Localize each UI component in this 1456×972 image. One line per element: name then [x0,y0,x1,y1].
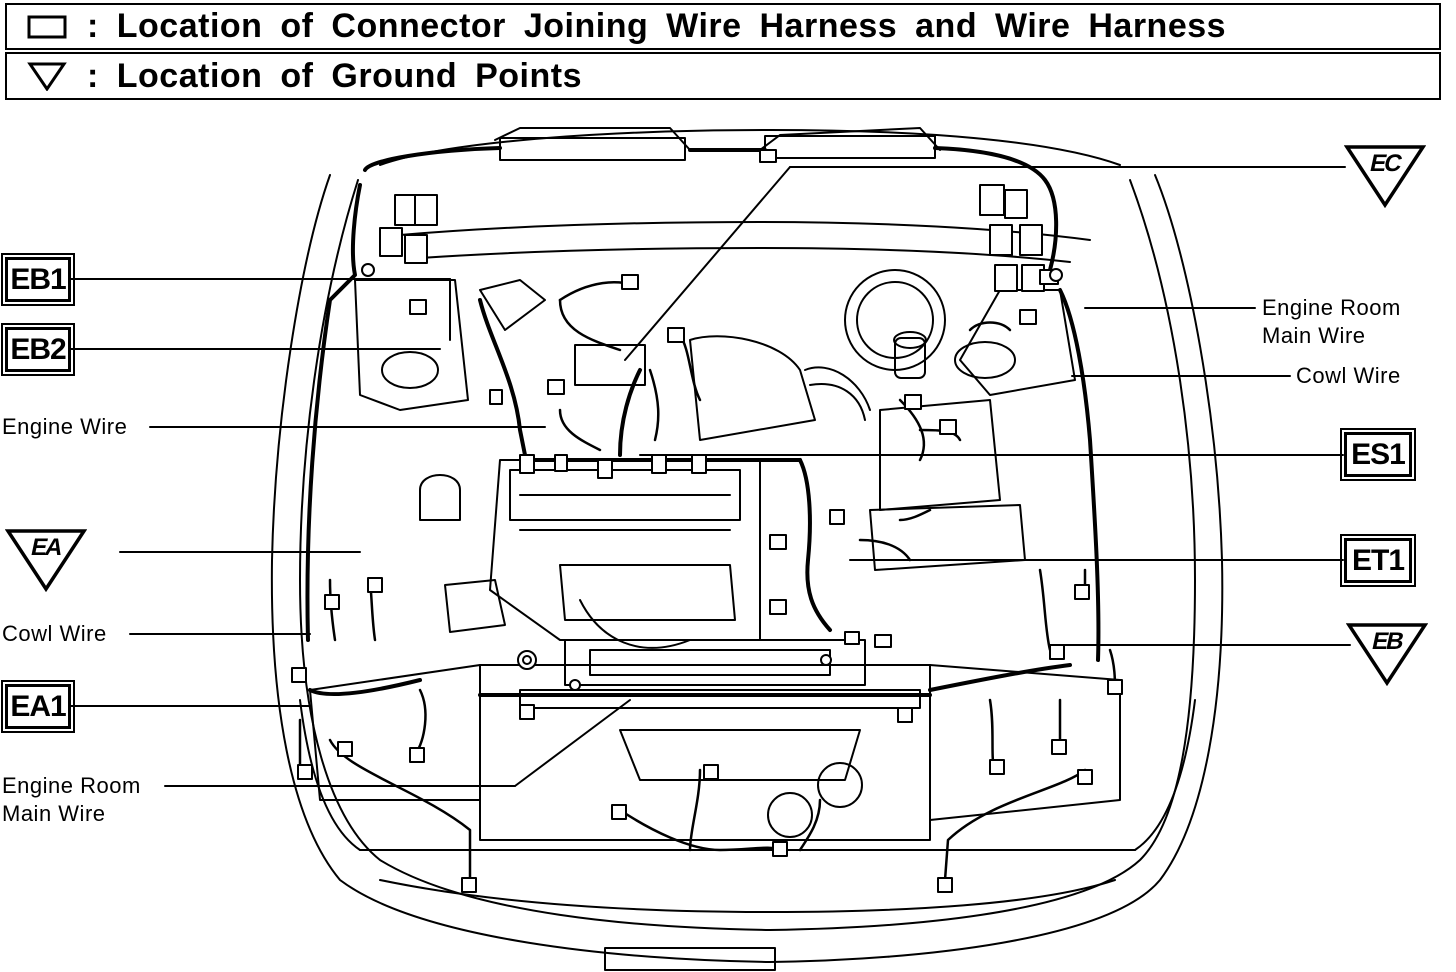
label-cowl-wire-right: Cowl Wire [1296,362,1401,390]
ground-point-eb: EB [1346,622,1428,686]
ground-symbol-icon [7,54,87,98]
connector-symbol-icon [7,5,87,48]
legend-connector-row: : Location of Connector Joining Wire Har… [5,3,1441,50]
cowl-panel [494,127,941,161]
connector-code-eb2: EB2 [1,323,75,376]
label-engine-room-main-right-line2: Main Wire [1262,323,1366,348]
intake-assembly [574,335,871,441]
radiator-support [309,664,1121,841]
fuse-box [419,474,506,633]
ground-label-ea: EA [28,534,64,561]
label-engine-room-main-wire-left: Engine Room Main Wire [2,772,141,828]
label-engine-room-main-right-line1: Engine Room [1262,295,1401,320]
label-engine-room-main-wire-right: Engine Room Main Wire [1262,294,1401,350]
connector-code-ea1: EA1 [1,680,75,733]
label-cowl-wire-left: Cowl Wire [2,620,107,648]
leader-lines [69,166,1351,787]
engine-block [489,459,866,686]
wire-harnesses [305,146,1101,697]
strut-towers [354,279,1076,411]
ground-point-ea: EA [5,528,87,592]
connectors [291,149,1123,893]
connector-code-et1: ET1 [1340,534,1416,587]
label-engine-room-main-left-line2: Main Wire [2,801,106,826]
legend-connector-text: : Location of Connector Joining Wire Har… [87,7,1227,45]
connector-code-eb1: EB1 [1,253,75,306]
label-engine-room-main-left-line1: Engine Room [2,773,141,798]
legend-ground-text: : Location of Ground Points [87,56,583,95]
ground-point-ec: EC [1344,144,1426,208]
connector-code-es1: ES1 [1340,428,1416,481]
label-engine-wire: Engine Wire [2,413,128,441]
ground-bolts [361,263,1063,691]
legend-ground-row: : Location of Ground Points [5,52,1441,100]
ground-label-ec: EC [1367,150,1403,177]
thin-wires [298,280,1117,882]
ground-label-eb: EB [1369,628,1405,655]
brake-booster [844,269,946,379]
